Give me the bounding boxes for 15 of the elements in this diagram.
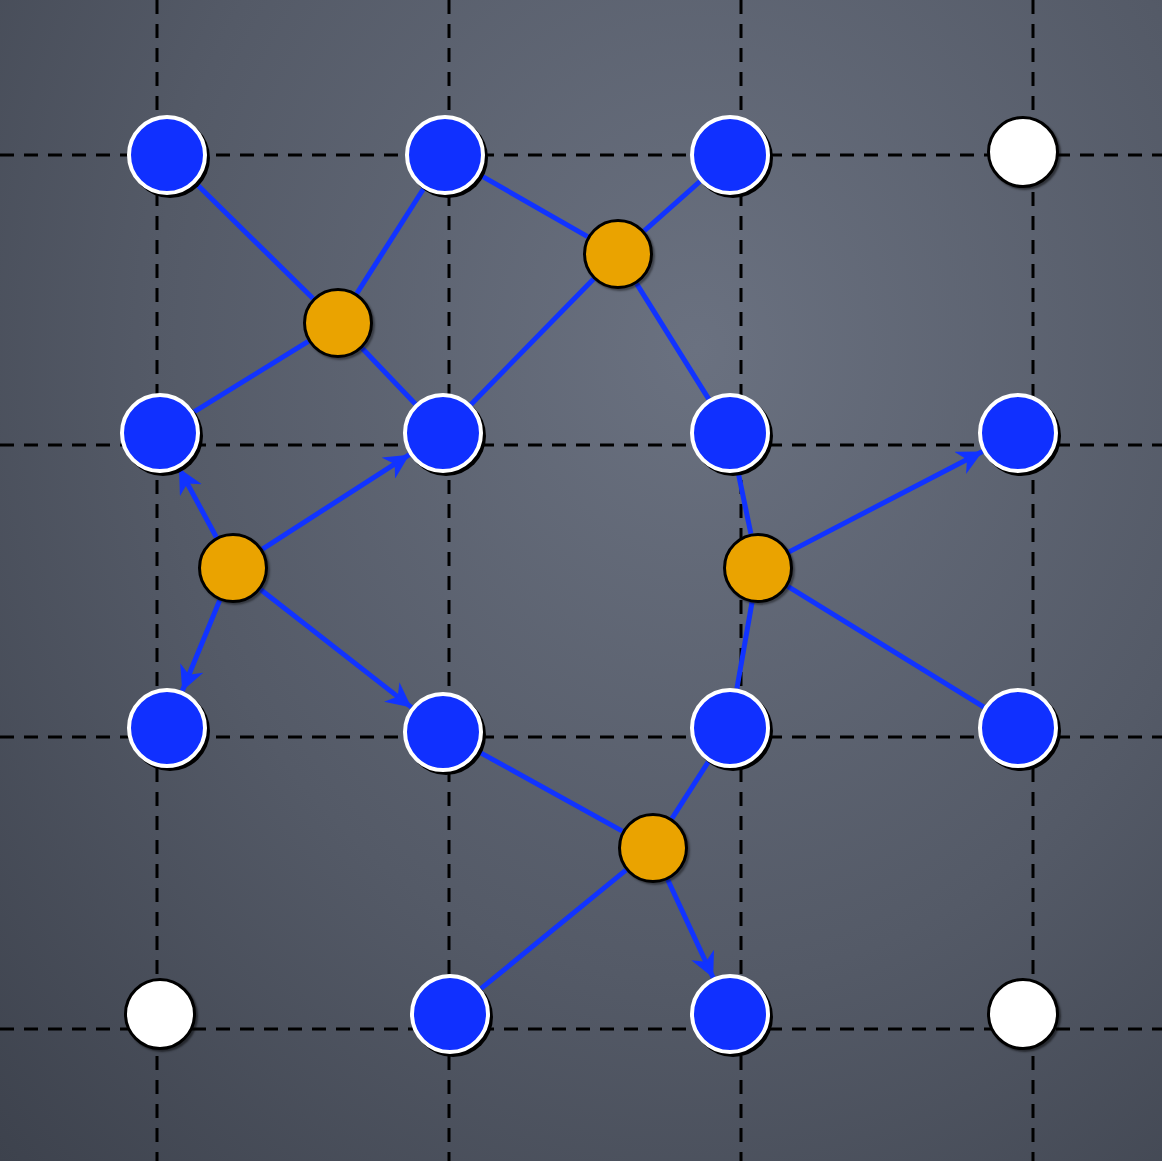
connector-line <box>786 584 986 710</box>
connector-line <box>669 760 711 820</box>
connector-line <box>354 187 426 295</box>
connector-line <box>634 282 711 401</box>
connector-line <box>479 868 628 991</box>
connector-line <box>469 277 596 407</box>
connector-line <box>642 179 702 233</box>
arrow <box>179 599 222 692</box>
arrow <box>261 452 411 552</box>
connector-line <box>360 346 418 406</box>
connector-line <box>192 339 310 415</box>
arrow <box>787 449 984 555</box>
connector-line <box>734 602 755 690</box>
arrow <box>665 878 716 979</box>
arrow <box>259 587 413 710</box>
